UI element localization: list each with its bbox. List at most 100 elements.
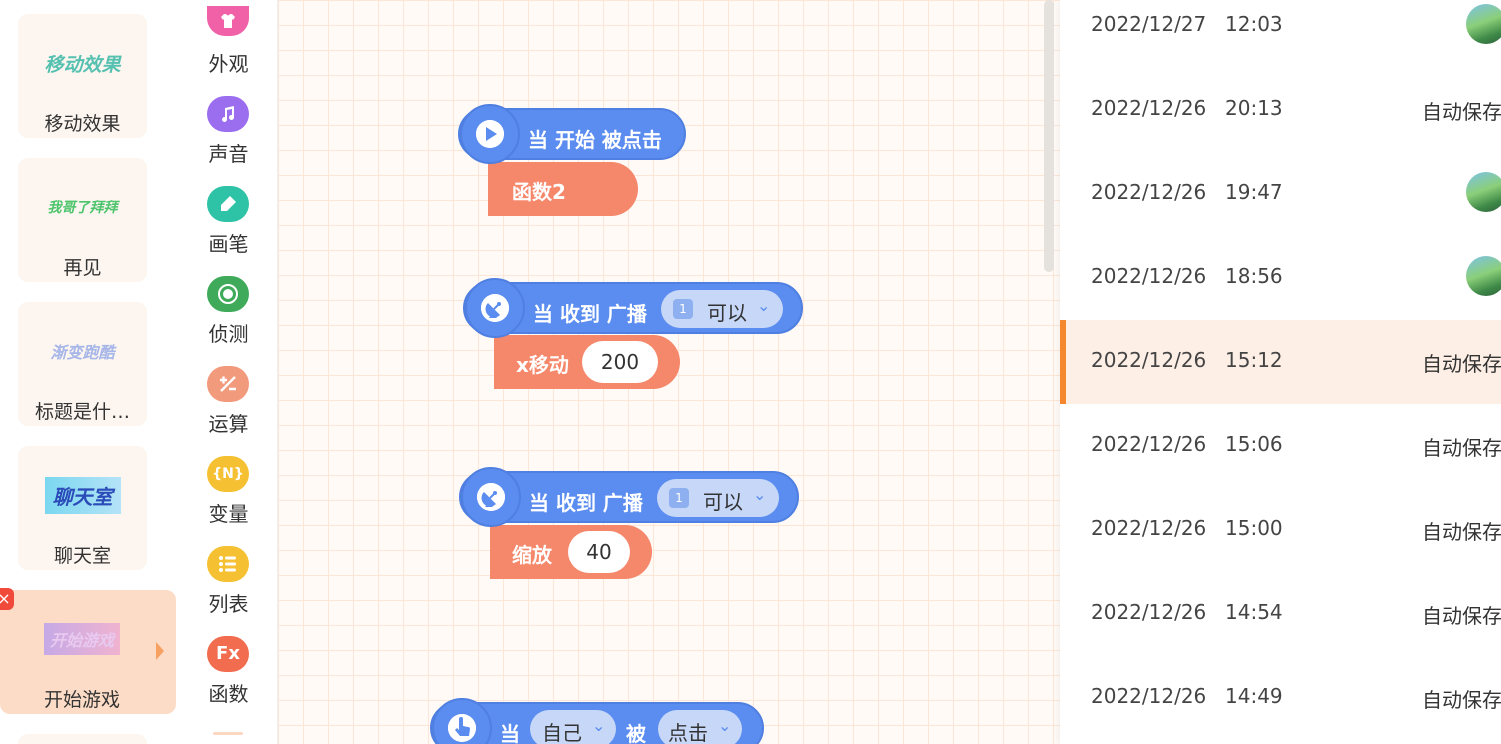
- category-sensing[interactable]: 侦测: [180, 276, 277, 358]
- category-label: 外观: [208, 52, 249, 76]
- history-note: 自动保存: [1422, 436, 1501, 460]
- scale-block[interactable]: 缩放 40: [490, 525, 652, 579]
- target-dropdown[interactable]: 自己 ⌄: [530, 710, 616, 744]
- history-date: 2022/12/27: [1091, 12, 1207, 36]
- scale-value-input[interactable]: 40: [568, 531, 630, 573]
- history-row[interactable]: 2022/12/26 18:56: [1060, 236, 1501, 320]
- history-row[interactable]: 2022/12/26 20:13 自动保存: [1060, 68, 1501, 152]
- pen-icon: [207, 186, 249, 222]
- history-time: 14:49: [1225, 684, 1283, 708]
- history-row[interactable]: 2022/12/26 19:47: [1060, 152, 1501, 236]
- dropdown-value: 点击: [668, 721, 708, 744]
- block-label: 当 收到 广播: [529, 491, 643, 515]
- category-looks[interactable]: 外观: [180, 0, 277, 82]
- history-time: 20:13: [1225, 96, 1283, 120]
- history-time: 19:47: [1225, 180, 1283, 204]
- sprite-thumbnail-text: 开始游戏: [43, 623, 120, 655]
- history-note: 自动保存: [1422, 100, 1501, 124]
- block-label: x移动: [516, 353, 569, 377]
- category-label: 画笔: [208, 232, 249, 256]
- block-label: 当 收到 广播: [533, 302, 647, 326]
- block-label: 被: [626, 722, 646, 744]
- history-date: 2022/12/26: [1091, 264, 1207, 288]
- sprite-card-move-effect[interactable]: 移动效果 移动效果: [18, 14, 147, 138]
- sprite-name: 聊天室: [53, 545, 111, 567]
- sprite-card-title[interactable]: 渐变跑酷 标题是什…: [18, 302, 147, 426]
- history-row-selected[interactable]: 2022/12/26 15:12 自动保存: [1060, 320, 1501, 404]
- x-move-block[interactable]: x移动 200: [494, 335, 680, 389]
- sprite-name: 开始游戏: [43, 689, 120, 711]
- history-row[interactable]: 2022/12/26 15:06 自动保存: [1060, 404, 1501, 488]
- history-time: 15:00: [1225, 516, 1283, 540]
- category-more-indicator: [213, 732, 243, 735]
- history-date: 2022/12/26: [1091, 516, 1207, 540]
- block-label: 当 开始 被点击: [528, 128, 662, 152]
- chevron-down-icon: ⌄: [592, 716, 606, 735]
- when-start-clicked-block[interactable]: 当 开始 被点击: [458, 104, 686, 164]
- chevron-down-icon: ⌄: [753, 485, 767, 504]
- dropdown-value: 可以: [707, 301, 747, 325]
- category-lists[interactable]: 列表: [180, 546, 277, 628]
- sprite-name: 再见: [63, 257, 102, 279]
- history-note: 自动保存: [1422, 604, 1501, 628]
- history-time: 12:03: [1225, 12, 1283, 36]
- shirt-icon: [207, 6, 249, 36]
- history-row[interactable]: 2022/12/26 14:54 自动保存: [1060, 572, 1501, 656]
- history-time: 18:56: [1225, 264, 1283, 288]
- category-label: 侦测: [208, 322, 249, 346]
- category-operators[interactable]: 运算: [180, 366, 277, 448]
- category-functions[interactable]: Fx 函数: [180, 636, 277, 718]
- history-date: 2022/12/26: [1091, 96, 1207, 120]
- history-date: 2022/12/26: [1091, 348, 1207, 372]
- history-date: 2022/12/26: [1091, 432, 1207, 456]
- math-ops-icon: [207, 366, 249, 402]
- chevron-down-icon: ⌄: [718, 716, 732, 735]
- sprite-thumbnail: 渐变跑酷: [50, 343, 115, 362]
- sprite-name: 移动效果: [44, 113, 121, 135]
- sprite-thumbnail-text: 聊天室: [44, 476, 121, 514]
- sprite-card-goodbye[interactable]: 我哥了拜拜 再见: [18, 158, 147, 282]
- category-label: 变量: [208, 502, 249, 526]
- sprite-card-next[interactable]: [18, 734, 147, 744]
- close-icon[interactable]: ×: [0, 588, 14, 610]
- version-history-panel: 2022/12/27 12:03 2022/12/26 20:13 自动保存 2…: [1060, 0, 1501, 744]
- function-icon: Fx: [207, 636, 249, 672]
- sprite-thumbnail: 聊天室: [18, 472, 147, 518]
- when-receive-broadcast-block[interactable]: 当 收到 广播 1 可以 ⌄: [463, 278, 803, 338]
- history-row[interactable]: 2022/12/26 14:49 自动保存: [1060, 656, 1501, 740]
- category-sound[interactable]: 声音: [180, 96, 277, 178]
- category-variables[interactable]: {N} 变量: [180, 456, 277, 538]
- event-dropdown[interactable]: 点击 ⌄: [658, 710, 742, 744]
- category-label: 运算: [208, 412, 249, 436]
- history-note: 自动保存: [1422, 520, 1501, 544]
- broadcast-message-dropdown[interactable]: 1 可以 ⌄: [657, 479, 779, 517]
- category-label: 列表: [208, 592, 249, 616]
- sprite-card-start-game[interactable]: × 开始游戏 开始游戏: [0, 588, 176, 714]
- history-row[interactable]: 2022/12/27 12:03: [1060, 0, 1501, 68]
- play-icon: [460, 104, 520, 164]
- canvas-scrollbar[interactable]: [1044, 0, 1054, 272]
- broadcast-message-dropdown[interactable]: 1 可以 ⌄: [661, 290, 783, 328]
- when-sprite-clicked-block[interactable]: 当 自己 ⌄ 被 点击 ⌄: [430, 698, 764, 744]
- script-canvas[interactable]: 函数2 当 开始 被点击 x移动 200 当 收到 广播 1 可以 ⌄: [278, 0, 1060, 744]
- message-badge: 1: [669, 488, 689, 508]
- sprite-list: 移动效果 移动效果 我哥了拜拜 再见 渐变跑酷 标题是什… 聊天室 聊天室 × …: [0, 0, 181, 744]
- history-time: 15:12: [1225, 348, 1283, 372]
- category-pen[interactable]: 画笔: [180, 186, 277, 268]
- sprite-card-chatroom[interactable]: 聊天室 聊天室: [18, 446, 147, 570]
- when-receive-broadcast-block[interactable]: 当 收到 广播 1 可以 ⌄: [459, 467, 799, 527]
- function-call-block[interactable]: 函数2: [488, 162, 638, 216]
- pointer-hand-icon: [432, 698, 492, 744]
- user-avatar: [1466, 256, 1501, 296]
- x-move-value-input[interactable]: 200: [582, 341, 658, 383]
- sprite-thumbnail: 我哥了拜拜: [47, 200, 118, 216]
- category-label: 声音: [208, 142, 249, 166]
- message-badge: 1: [673, 299, 693, 319]
- caret-right-icon: [156, 642, 164, 660]
- history-date: 2022/12/26: [1091, 684, 1207, 708]
- history-time: 14:54: [1225, 600, 1283, 624]
- history-note: 自动保存: [1422, 352, 1501, 376]
- variable-icon: {N}: [207, 456, 249, 492]
- block-label: 当: [500, 722, 520, 744]
- history-row[interactable]: 2022/12/26 15:00 自动保存: [1060, 488, 1501, 572]
